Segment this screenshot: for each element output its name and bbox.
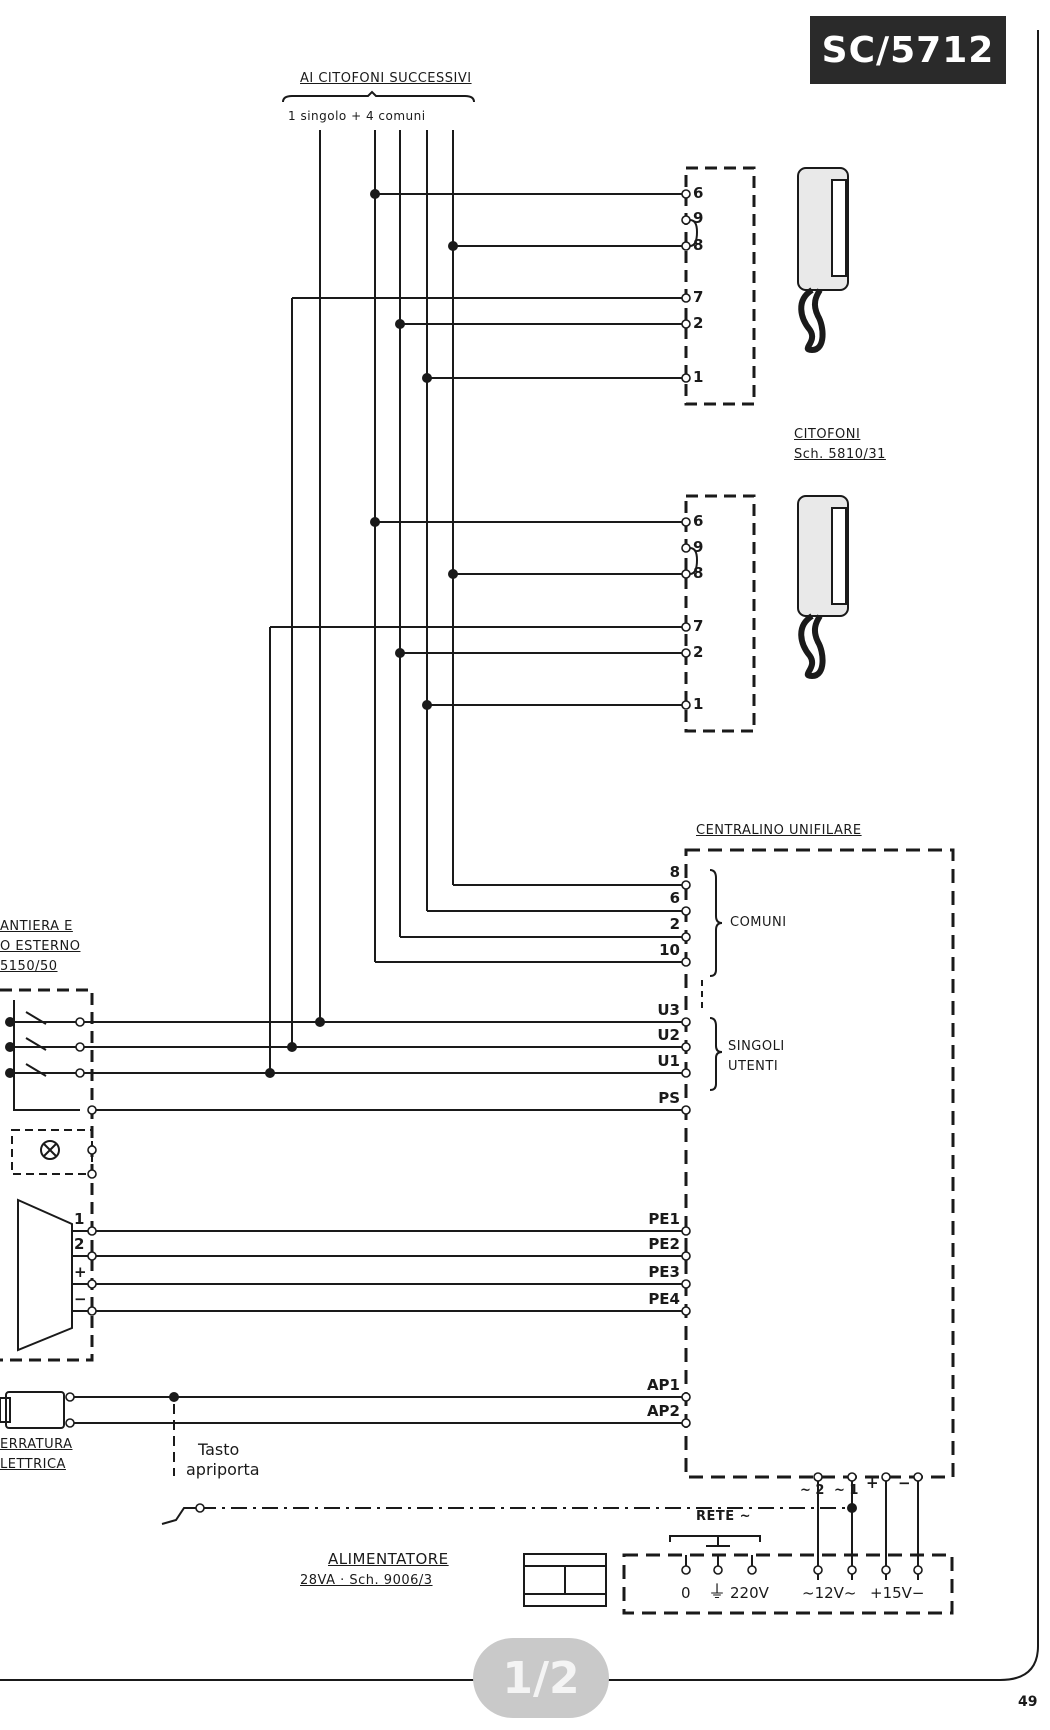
handset-icon-1	[797, 167, 849, 354]
comuni-label: COMUNI	[730, 915, 787, 930]
pulsantiera-label-3: 5150/50	[0, 959, 58, 974]
speaker-terminal-plus: +	[74, 1263, 87, 1281]
serratura-label-1: ERRATURA	[0, 1437, 73, 1452]
alimentatore-title: ALIMENTATORE	[328, 1550, 449, 1568]
tasto-label: Tasto	[198, 1440, 240, 1459]
citofono-1-terminal-9: 9	[693, 209, 704, 227]
centralino-terminal-10: 10	[659, 941, 680, 959]
apriporta-label: apriporta	[186, 1460, 260, 1479]
citofono-2-terminal-8: 8	[693, 564, 704, 582]
centralino-terminal-pe3: PE3	[648, 1263, 680, 1281]
citofono-2-terminal-6: 6	[693, 512, 704, 530]
centralino-terminal-u1: U1	[657, 1052, 680, 1070]
schema-code-badge: SC/5712	[810, 16, 1006, 84]
speaker-terminal-1: 1	[74, 1210, 85, 1228]
centralino-terminal-6: 6	[669, 889, 680, 907]
lamp-icon	[40, 1140, 60, 1160]
din-module-icon	[523, 1553, 607, 1607]
serratura-label-2: LETTRICA	[0, 1457, 66, 1472]
utenti-label: UTENTI	[728, 1059, 779, 1074]
pulsantiera-label-1: ANTIERA E	[0, 919, 73, 934]
lock-icon	[5, 1391, 65, 1429]
centralino-terminal-pe1: PE1	[648, 1210, 680, 1228]
citofono-1-terminal-2: 2	[693, 314, 704, 332]
citofono-1-terminal-7: 7	[693, 288, 704, 306]
pulsantiera-label-2: O ESTERNO	[0, 939, 81, 954]
bus-title: AI CITOFONI SUCCESSIVI	[300, 71, 472, 86]
centralino-terminal-ap1: AP1	[646, 1376, 680, 1394]
ps-terminal-15v: +15V−	[870, 1584, 925, 1602]
centralino-terminal-plus: +	[866, 1474, 879, 1492]
centralino-box	[684, 848, 955, 1479]
citofono-1-terminal-8: 8	[693, 236, 704, 254]
citofono-1-terminal-6: 6	[693, 184, 704, 202]
centralino-terminal-8: 8	[669, 863, 680, 881]
singoli-label: SINGOLI	[728, 1039, 785, 1054]
power-supply-box	[622, 1553, 954, 1615]
rete-label: RETE ~	[696, 1509, 752, 1524]
bus-bracket	[282, 90, 475, 103]
citofoni-model-label: Sch. 5810/31	[794, 447, 886, 462]
centralino-terminal-u2: U2	[657, 1026, 680, 1044]
citofono-2-terminal-1: 1	[693, 695, 704, 713]
ps-terminal-ground: ⏚	[708, 1582, 726, 1603]
citofoni-label: CITOFONI	[794, 427, 861, 442]
centralino-terminal-ac2: ~ 2	[800, 1483, 825, 1498]
speaker-terminal-minus: −	[74, 1290, 87, 1308]
page-badge: 1/2	[473, 1638, 609, 1718]
citofono-2-terminal-2: 2	[693, 643, 704, 661]
page-number: 49	[1018, 1694, 1038, 1710]
centralino-terminal-ap2: AP2	[646, 1402, 680, 1420]
centralino-terminal-2: 2	[669, 915, 680, 933]
centralino-terminal-minus: −	[898, 1474, 911, 1492]
citofono-2-terminal-7: 7	[693, 617, 704, 635]
centralino-terminal-ps: PS	[658, 1089, 680, 1107]
centralino-terminal-pe2: PE2	[648, 1235, 680, 1253]
ps-terminal-220v: 220V	[730, 1584, 769, 1602]
alimentatore-model: 28VA · Sch. 9006/3	[300, 1573, 433, 1588]
ps-terminal-12v: ~12V~	[802, 1584, 857, 1602]
ps-terminal-0: 0	[681, 1584, 691, 1602]
citofono-2-terminal-9: 9	[693, 538, 704, 556]
centralino-terminal-ac1: ~ 1	[834, 1483, 859, 1498]
citofono-1-terminal-1: 1	[693, 368, 704, 386]
handset-icon-2	[797, 495, 849, 680]
centralino-terminal-u3: U3	[657, 1001, 680, 1019]
speaker-terminal-2: 2	[74, 1235, 85, 1253]
centralino-title: CENTRALINO UNIFILARE	[696, 823, 862, 838]
centralino-terminal-pe4: PE4	[648, 1290, 680, 1308]
bus-subtitle: 1 singolo + 4 comuni	[288, 109, 426, 123]
speaker-icon	[17, 1198, 73, 1352]
